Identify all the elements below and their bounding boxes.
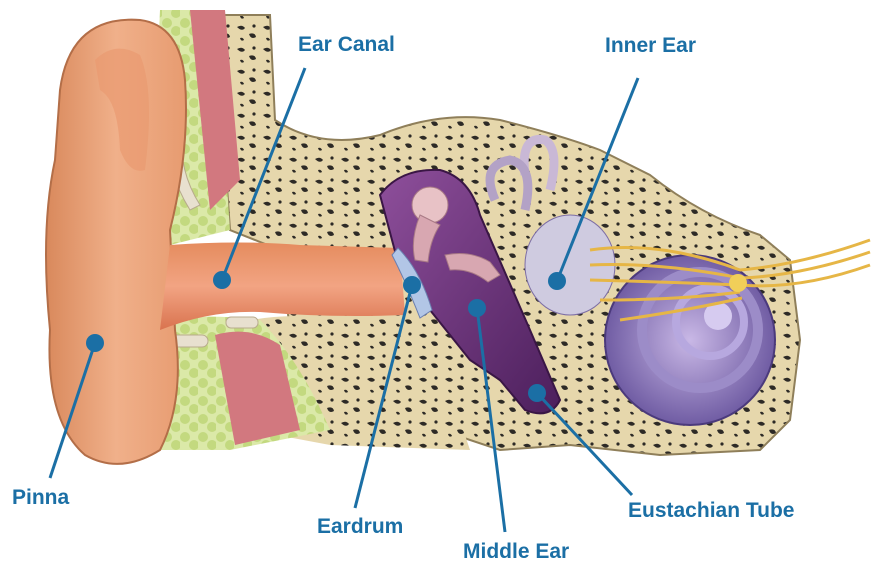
marker-dot-pinna — [86, 334, 104, 352]
marker-dot-eustachian — [528, 384, 546, 402]
cartilage-bar — [226, 317, 258, 328]
label-middle-ear: Middle Ear — [463, 541, 569, 562]
nerve-ganglion — [729, 274, 747, 292]
label-inner-ear: Inner Ear — [605, 35, 696, 56]
label-ear-canal: Ear Canal — [298, 34, 395, 55]
label-eustachian-tube: Eustachian Tube — [628, 500, 794, 521]
marker-dot-eardrum — [403, 276, 421, 294]
ossicle-malleus — [412, 187, 448, 223]
label-pinna: Pinna — [12, 487, 69, 508]
marker-dot-middle-ear — [468, 299, 486, 317]
marker-dot-ear-canal — [213, 271, 231, 289]
marker-dot-inner-ear — [548, 272, 566, 290]
label-eardrum: Eardrum — [317, 516, 403, 537]
